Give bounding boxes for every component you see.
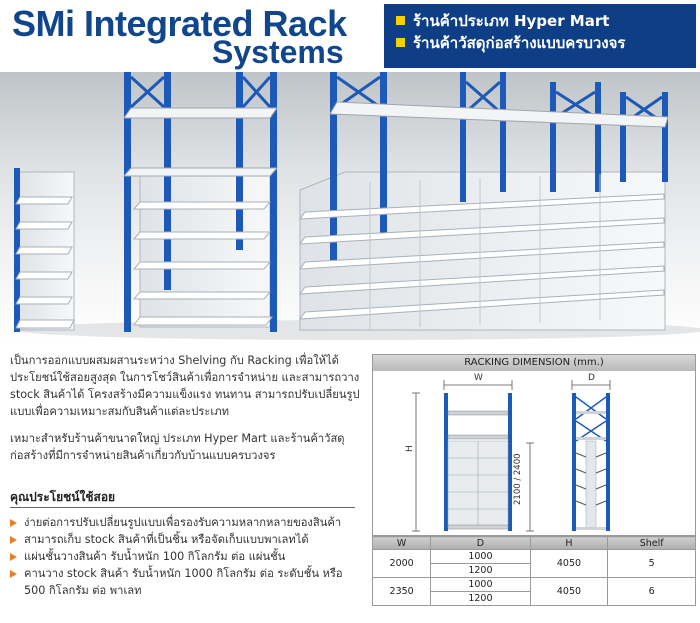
table-row: 2350 1000 4050 6 (371, 577, 696, 606)
cell-d: 1000 (430, 549, 531, 564)
banner-item-hypermart: ร้านค้าประเภท Hyper Mart (396, 10, 696, 32)
page-title: SMi Integrated Rack (12, 3, 347, 44)
description: เป็นการออกแบบผสมผสานระหว่าง Shelving กับ… (10, 352, 362, 474)
rack-front-view (444, 393, 512, 531)
square-bullet-icon (396, 38, 405, 47)
rack-systems-image (14, 64, 700, 340)
dimension-panel (372, 354, 696, 536)
square-bullet-icon (396, 16, 405, 25)
gondola-shelf (14, 168, 75, 332)
column-header-w: W (371, 536, 432, 550)
cell-d: 1200 (430, 591, 531, 606)
benefits-list: ง่ายต่อการปรับเปลี่ยนรูปแบบเพื่อรองรับคว… (10, 514, 362, 599)
list-item: ง่ายต่อการปรับเปลี่ยนรูปแบบเพื่อรองรับคว… (10, 514, 362, 531)
column-header-shelf: Shelf (607, 536, 696, 550)
dimension-title: RACKING DIMENSION (mm.) (372, 354, 696, 371)
benefits-heading: คุณประโยชน์ใช้สอย (10, 490, 116, 504)
width-label: W (474, 373, 483, 383)
column-header-h: H (529, 536, 609, 550)
triangle-bullet-icon (10, 570, 17, 578)
table-row: 1200 (373, 591, 696, 606)
page-title-line2: Systems (212, 34, 344, 70)
integrated-rack-single (122, 70, 279, 332)
cell-shelf: 6 (607, 577, 696, 606)
description-paragraph-1: เป็นการออกแบบผสมผสานระหว่าง Shelving กับ… (10, 354, 360, 418)
list-item: แผ่นชั้นวางสินค้า รับน้ำหนัก 100 กิโลกรั… (10, 548, 362, 565)
description-paragraph-2: เหมาะสำหรับร้านค้าขนาดใหญ่ ประเภท Hyper … (10, 432, 345, 462)
cell-h: 4050 (529, 577, 609, 606)
dimension-diagram (412, 380, 611, 532)
cell-d: 1200 (430, 563, 531, 578)
table-header-row: W D H Shelf (371, 536, 696, 550)
list-item: สามารถเก็บ stock สินค้าที่เป็นชิ้น หรือจ… (10, 531, 362, 548)
divider (10, 507, 355, 508)
lower-height-label: 2100 / 2400 (513, 453, 523, 505)
table-row: 2000 1000 4050 5 (371, 549, 696, 578)
height-label: H (405, 445, 415, 452)
list-item: คานวาง stock สินค้า รับน้ำหนัก 1000 กิโล… (10, 565, 362, 599)
cell-h: 4050 (529, 549, 609, 578)
dimension-table: W D H Shelf 2000 1000 4050 5 1200 2350 1… (371, 536, 696, 606)
cell-d: 1000 (430, 577, 531, 592)
triangle-bullet-icon (10, 536, 17, 544)
column-header-d: D (430, 536, 531, 550)
cell-w: 2000 (371, 549, 432, 578)
triangle-bullet-icon (10, 519, 17, 527)
depth-label: D (588, 373, 595, 383)
category-banner: ร้านค้าประเภท Hyper Mart ร้านค้าวัสดุก่อ… (384, 4, 696, 68)
rack-side-view (572, 393, 610, 531)
integrated-rack-run (298, 64, 669, 331)
product-illustration (0, 64, 700, 342)
banner-item-construction: ร้านค้าวัสดุก่อสร้างแบบครบวงจร (396, 32, 696, 54)
cell-w: 2350 (371, 577, 432, 606)
cell-shelf: 5 (607, 549, 696, 578)
triangle-bullet-icon (10, 553, 17, 561)
